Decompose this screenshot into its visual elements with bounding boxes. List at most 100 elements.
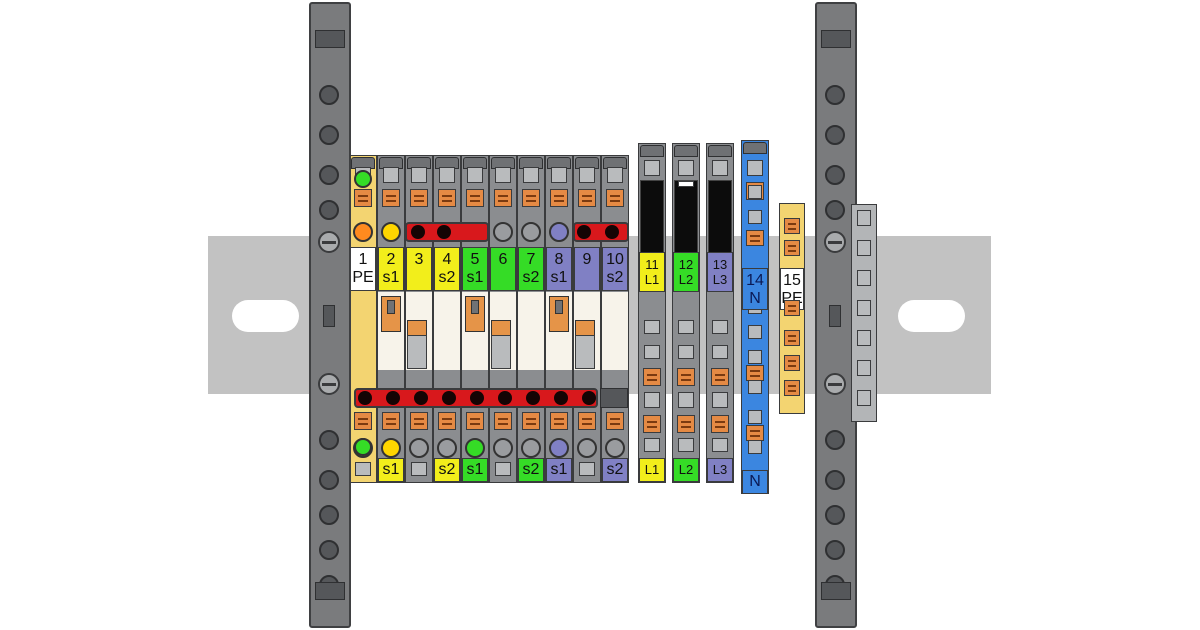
fuse-holder[interactable] xyxy=(640,180,664,254)
bridge-socket-icon[interactable] xyxy=(381,438,401,458)
bridge-socket-icon[interactable] xyxy=(493,438,513,458)
spring-clamp-icon[interactable] xyxy=(578,412,596,430)
spring-clamp-icon[interactable] xyxy=(466,412,484,430)
stop-hole-icon xyxy=(825,470,845,490)
wire-entry[interactable] xyxy=(355,462,371,476)
fuse-holder[interactable] xyxy=(708,180,732,254)
clamp-slot xyxy=(857,360,871,376)
stop-hole-icon xyxy=(825,200,845,220)
wire-entry[interactable] xyxy=(551,167,567,183)
stop-hole-icon xyxy=(319,470,339,490)
spring-clamp-icon[interactable] xyxy=(711,415,729,433)
wire-entry[interactable] xyxy=(644,160,660,176)
screw-icon[interactable] xyxy=(824,231,846,253)
wire-entry[interactable] xyxy=(678,392,694,408)
wire-entry[interactable] xyxy=(644,392,660,408)
wire-entry[interactable] xyxy=(678,160,694,176)
spring-clamp-icon[interactable] xyxy=(784,355,800,371)
spring-clamp-icon[interactable] xyxy=(677,368,695,386)
spring-clamp-icon[interactable] xyxy=(354,412,372,430)
wire-entry[interactable] xyxy=(383,167,399,183)
wire-entry[interactable] xyxy=(747,160,763,176)
spring-clamp-icon[interactable] xyxy=(550,189,568,207)
terminal-number: 2 xyxy=(386,251,396,268)
spring-clamp-icon[interactable] xyxy=(522,412,540,430)
bridge-socket-icon[interactable] xyxy=(353,222,373,242)
wire-entry[interactable] xyxy=(644,438,660,452)
wire-entry[interactable] xyxy=(439,167,455,183)
spring-clamp-icon[interactable] xyxy=(746,365,764,381)
disconnect-lever[interactable] xyxy=(381,296,401,332)
spring-clamp-icon[interactable] xyxy=(784,218,800,234)
bridge-socket-icon[interactable] xyxy=(409,438,429,458)
bridge-socket-icon[interactable] xyxy=(521,438,541,458)
screw-icon[interactable] xyxy=(318,373,340,395)
terminal-number: 12 xyxy=(678,257,694,272)
bridge-socket-icon[interactable] xyxy=(549,222,569,242)
spring-clamp-icon[interactable] xyxy=(494,412,512,430)
connector-pin-icon xyxy=(437,225,451,239)
stop-hole-icon xyxy=(319,85,339,105)
terminal-designation: L1 xyxy=(644,272,660,287)
bridge-socket-icon[interactable] xyxy=(465,438,485,458)
spring-clamp-icon[interactable] xyxy=(784,240,800,256)
wire-entry[interactable] xyxy=(607,167,623,183)
spring-clamp-icon[interactable] xyxy=(606,412,624,430)
disconnect-lever[interactable] xyxy=(549,296,569,332)
wire-entry[interactable] xyxy=(678,438,694,452)
bridge-socket-icon[interactable] xyxy=(605,438,625,458)
spring-clamp-icon[interactable] xyxy=(550,412,568,430)
spring-clamp-icon[interactable] xyxy=(578,189,596,207)
spring-clamp-icon[interactable] xyxy=(522,189,540,207)
fuse-holder[interactable] xyxy=(674,180,698,254)
wire-entry[interactable] xyxy=(495,167,511,183)
wire-entry[interactable] xyxy=(712,160,728,176)
wire-entry[interactable] xyxy=(523,167,539,183)
spring-clamp-icon[interactable] xyxy=(784,300,800,316)
spring-clamp-icon[interactable] xyxy=(711,368,729,386)
spring-clamp-icon[interactable] xyxy=(354,189,372,207)
wire-entry[interactable] xyxy=(411,462,427,476)
bridge-socket-icon[interactable] xyxy=(381,222,401,242)
bridge-socket-icon[interactable] xyxy=(577,438,597,458)
spring-clamp-icon[interactable] xyxy=(438,412,456,430)
spring-clamp-icon[interactable] xyxy=(677,415,695,433)
wire-entry[interactable] xyxy=(467,167,483,183)
connector-pin-icon xyxy=(470,391,484,405)
spring-clamp-icon[interactable] xyxy=(410,412,428,430)
bridge-socket-icon[interactable] xyxy=(549,438,569,458)
spring-clamp-icon[interactable] xyxy=(643,415,661,433)
bridge-socket-icon[interactable] xyxy=(437,438,457,458)
spring-clamp-icon[interactable] xyxy=(784,330,800,346)
disconnect-lever[interactable] xyxy=(465,296,485,332)
bottom-marker-tag: s2 xyxy=(434,458,460,482)
wire-entry[interactable] xyxy=(712,438,728,452)
spring-clamp-icon[interactable] xyxy=(382,412,400,430)
spring-clamp-icon[interactable] xyxy=(466,189,484,207)
bridge-socket-icon[interactable] xyxy=(521,222,541,242)
wire-entry[interactable] xyxy=(579,462,595,476)
wire-entry[interactable] xyxy=(495,462,511,476)
spring-clamp-icon[interactable] xyxy=(784,380,800,396)
spring-clamp-icon[interactable] xyxy=(606,189,624,207)
terminal-designation: L3 xyxy=(712,272,728,287)
wire-entry[interactable] xyxy=(579,167,595,183)
wire-entry[interactable] xyxy=(712,392,728,408)
spring-clamp-icon[interactable] xyxy=(494,189,512,207)
spring-clamp-icon[interactable] xyxy=(643,368,661,386)
spring-clamp-icon[interactable] xyxy=(746,425,764,441)
spring-clamp-icon[interactable] xyxy=(746,230,764,246)
screw-icon[interactable] xyxy=(824,373,846,395)
spring-clamp-icon[interactable] xyxy=(410,189,428,207)
bottom-marker-tag: s1 xyxy=(378,458,404,482)
fuse-window xyxy=(678,181,694,187)
spring-clamp-icon[interactable] xyxy=(438,189,456,207)
spring-clamp-icon[interactable] xyxy=(382,189,400,207)
stop-hole-icon xyxy=(319,200,339,220)
terminal-designation: s2 xyxy=(606,269,624,286)
wire-entry[interactable] xyxy=(411,167,427,183)
screw-icon[interactable] xyxy=(318,231,340,253)
bridge-socket-icon[interactable] xyxy=(493,222,513,242)
